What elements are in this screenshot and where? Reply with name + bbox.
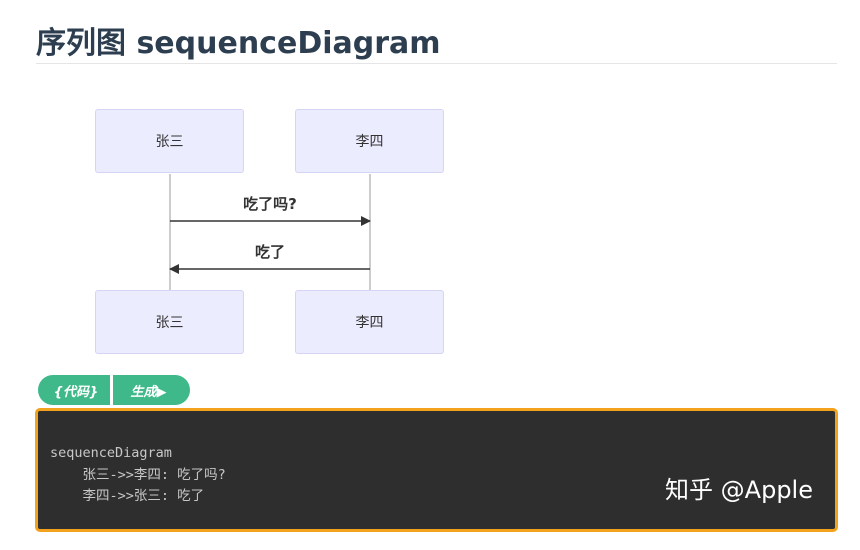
code-line: sequenceDiagram: [50, 445, 172, 461]
actor-bottom-lisi: 李四: [295, 290, 444, 354]
sequence-diagram: 张三 李四 张三 李四 吃了吗? 吃了: [0, 0, 520, 370]
toggle-divider: [110, 375, 113, 405]
code-line: 李四->>张三: 吃了: [50, 488, 205, 504]
actor-top-lisi: 李四: [295, 109, 444, 173]
code-text: sequenceDiagram 张三->>李四: 吃了吗? 李四->>张三: 吃…: [50, 443, 226, 508]
generate-button[interactable]: 生成▶: [113, 375, 190, 405]
actor-bottom-zhangsan: 张三: [95, 290, 244, 354]
view-toggle: {代码} 生成▶: [38, 375, 190, 405]
page-title: 序列图 sequenceDiagram: [36, 26, 441, 61]
code-line: 张三->>李四: 吃了吗?: [50, 466, 226, 483]
code-block[interactable]: sequenceDiagram 张三->>李四: 吃了吗? 李四->>张三: 吃…: [35, 408, 838, 532]
diagram-lines: [169, 174, 371, 290]
message-label-2: 吃了: [254, 243, 285, 261]
title-divider: [36, 63, 837, 64]
message-label-1: 吃了吗?: [243, 195, 297, 213]
code-button[interactable]: {代码}: [38, 375, 110, 405]
watermark: 知乎 @Apple: [665, 476, 813, 504]
actor-top-zhangsan: 张三: [95, 109, 244, 173]
